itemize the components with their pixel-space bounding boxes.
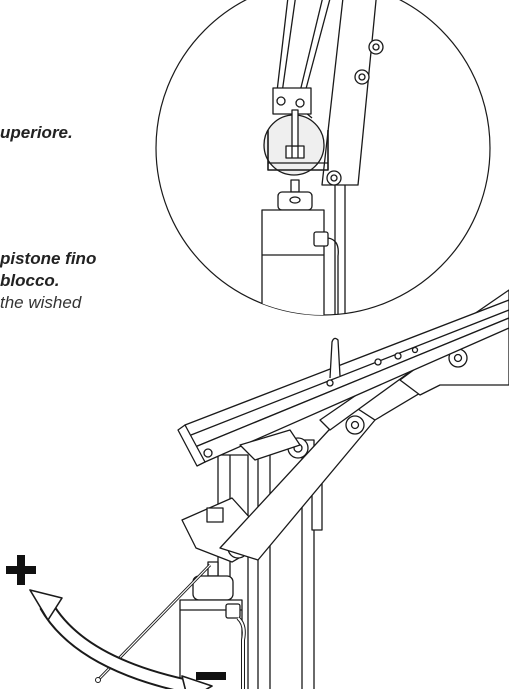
instruction-english-line: the wished: [0, 293, 82, 312]
instruction-italian-line-1: uperiore.: [0, 123, 73, 142]
lift-assembly: [177, 289, 509, 689]
double-curved-arrow-icon: [29, 589, 213, 689]
minus-icon: [196, 672, 226, 680]
detail-magnifier: [155, 0, 491, 316]
instruction-italian-line-3: blocco.: [0, 271, 60, 290]
plus-icon: [6, 555, 36, 585]
instruction-italian-line-2: pistone fino: [0, 249, 97, 268]
